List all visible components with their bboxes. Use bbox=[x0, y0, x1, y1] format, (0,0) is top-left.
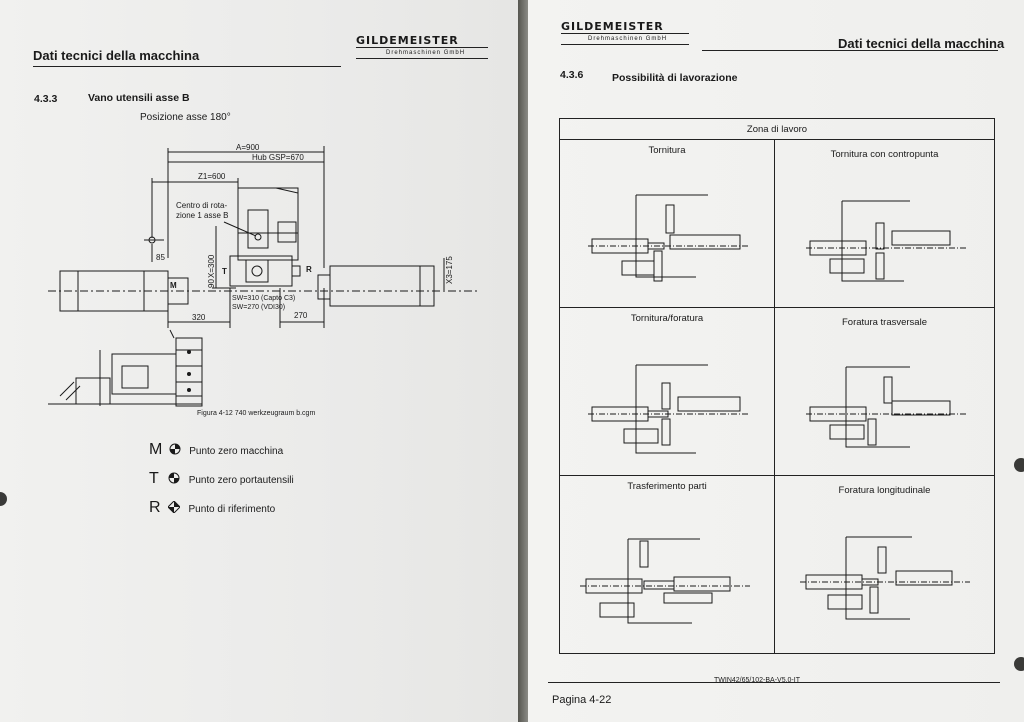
right-section-number: 4.3.6 bbox=[560, 69, 584, 81]
position-label: Posizione asse 180° bbox=[140, 112, 231, 123]
tool-area-drawing: A=900 Hub GSP=670 Z1=600 Centro di rota-… bbox=[48, 143, 480, 407]
left-page: Dati tecnici della macchina GILDEMEISTER… bbox=[0, 0, 518, 722]
sketch-trasferimento bbox=[580, 538, 750, 624]
table-divider-v bbox=[774, 139, 775, 653]
right-header-rule bbox=[702, 50, 998, 51]
dim-x3: X3=175 bbox=[445, 256, 454, 284]
dim-x300: X=300 bbox=[207, 254, 216, 278]
cell-title-tornitura: Tornitura bbox=[648, 145, 686, 156]
legend-text-r: Punto di riferimento bbox=[188, 504, 276, 515]
right-header-title: Dati tecnici della macchina bbox=[838, 36, 1005, 51]
legend-row-r: R Punto di riferimento bbox=[149, 499, 275, 517]
left-section-title: Vano utensili asse B bbox=[88, 92, 190, 104]
binder-hole-right-2 bbox=[1014, 657, 1024, 671]
legend-letter-t: T bbox=[149, 470, 159, 487]
left-header-rule bbox=[33, 66, 341, 67]
dim-270: 270 bbox=[294, 311, 308, 320]
left-header-title: Dati tecnici della macchina bbox=[33, 48, 200, 63]
legend-letter-m: M bbox=[149, 441, 163, 458]
binder-hole-left bbox=[0, 492, 7, 506]
drawing-r: R bbox=[306, 265, 312, 274]
left-brand-sub: Drehmaschinen GmbH bbox=[386, 50, 466, 56]
figure-caption: Figura 4-12 740 werkzeugraum b.cgm bbox=[197, 410, 316, 417]
left-brand-rule-2 bbox=[356, 58, 488, 59]
dim-320: 320 bbox=[192, 313, 206, 322]
left-section-number: 4.3.3 bbox=[34, 93, 58, 105]
cell-title-foratura: Tornitura/foratura bbox=[630, 313, 704, 324]
right-section-title: Possibilità di lavorazione bbox=[612, 72, 738, 84]
legend-letter-r: R bbox=[149, 499, 161, 516]
legend-row-t: T Punto zero portautensili bbox=[149, 470, 294, 488]
page-number: Pagina 4-22 bbox=[552, 694, 612, 706]
right-brand-sub: Drehmaschinen GmbH bbox=[588, 36, 668, 42]
machine-zero-icon bbox=[169, 443, 181, 455]
right-brand-rule bbox=[561, 33, 689, 34]
document-code: TWIN42/65/102-BA-V5.0-IT bbox=[714, 677, 800, 684]
dim-sw270: SW=270 (VDI30) bbox=[232, 304, 285, 311]
drawing-m: M bbox=[170, 281, 177, 290]
left-brand-logo: GILDEMEISTER bbox=[356, 34, 459, 47]
binder-hole-right-1 bbox=[1014, 458, 1024, 472]
dim-90: 90 bbox=[207, 279, 216, 288]
table-header: Zona di lavoro bbox=[746, 124, 808, 135]
drawing-t: T bbox=[222, 267, 227, 276]
legend-text-t: Punto zero portautensili bbox=[188, 475, 294, 486]
sketch-foratura bbox=[588, 364, 748, 454]
reference-point-icon bbox=[167, 500, 181, 514]
right-brand-rule-2 bbox=[561, 44, 689, 45]
sketch-tornitura bbox=[588, 194, 748, 282]
dim-sw310: SW=310 (Capto C3) bbox=[232, 295, 295, 302]
center-label-2: zione 1 asse B bbox=[176, 211, 228, 220]
right-brand-logo: GILDEMEISTER bbox=[561, 20, 664, 33]
table-rule-1 bbox=[560, 307, 994, 308]
dim-85: 85 bbox=[156, 253, 165, 262]
legend-text-m: Punto zero macchina bbox=[189, 446, 284, 457]
right-page: GILDEMEISTER Drehmaschinen GmbH Dati tec… bbox=[528, 0, 1024, 722]
tool-zero-icon bbox=[168, 472, 180, 484]
cell-title-trasferimento: Trasferimento parti bbox=[627, 481, 707, 492]
left-brand-rule bbox=[356, 47, 488, 48]
table-rule-head bbox=[560, 139, 994, 140]
dim-hub: Hub GSP=670 bbox=[252, 153, 304, 162]
center-label-1: Centro di rota- bbox=[176, 201, 227, 210]
sketch-contropunta bbox=[806, 200, 966, 282]
sketch-trasversale bbox=[806, 366, 966, 448]
footer-rule bbox=[548, 682, 1000, 683]
cell-title-trasversale: Foratura trasversale bbox=[841, 317, 927, 328]
page-gutter bbox=[518, 0, 528, 722]
sketch-longitudinale bbox=[800, 536, 970, 620]
cell-title-longitudinale: Foratura longitudinale bbox=[838, 485, 931, 496]
legend-row-m: M Punto zero macchina bbox=[149, 441, 283, 459]
machining-table: Zona di lavoro Tornitura Tornitura con c… bbox=[559, 118, 995, 654]
dim-z1: Z1=600 bbox=[198, 172, 226, 181]
dim-a900: A=900 bbox=[236, 143, 260, 152]
table-rule-2 bbox=[560, 475, 994, 476]
cell-title-contropunta: Tornitura con contropunta bbox=[830, 149, 939, 160]
